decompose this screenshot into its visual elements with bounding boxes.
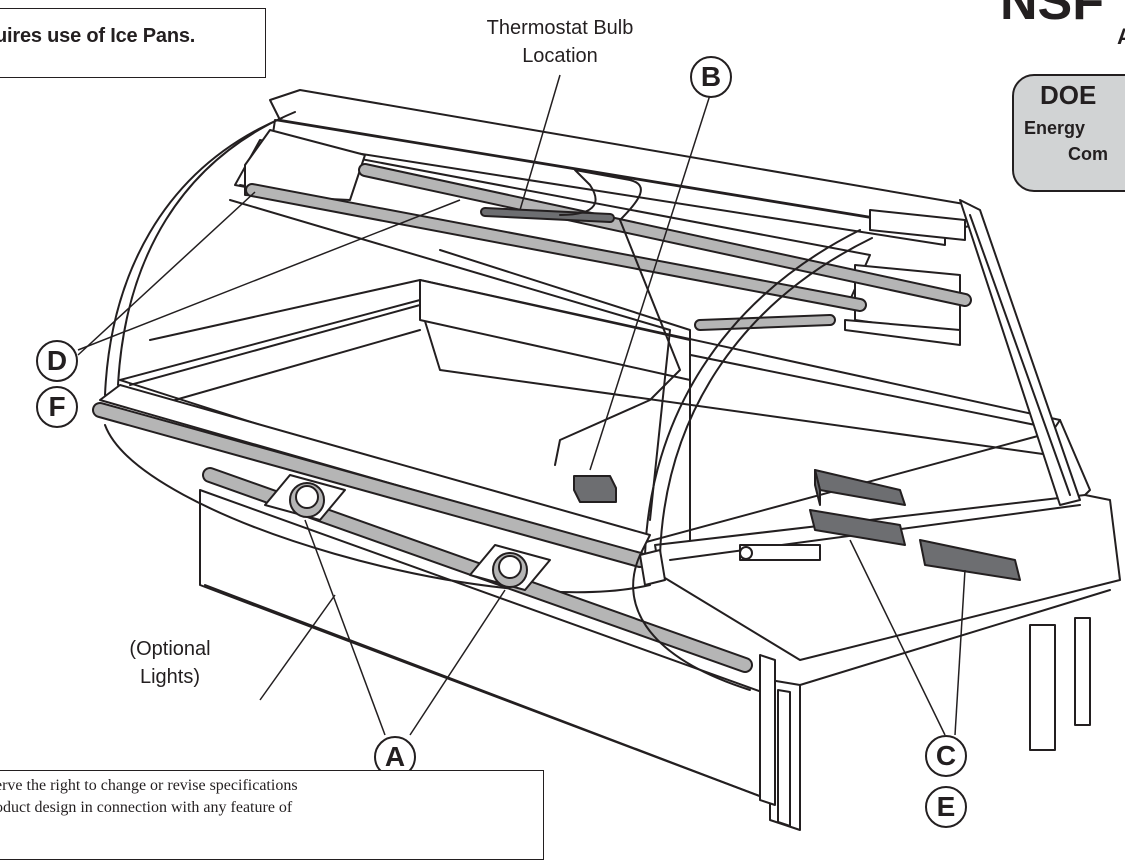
front-glass <box>104 111 873 556</box>
leader-lines <box>77 74 966 736</box>
callout-b: B <box>690 56 732 98</box>
doe-badge-line2: Com <box>1068 144 1108 164</box>
optional-lights-label: (Optional Lights) <box>85 635 255 691</box>
front-fans <box>264 474 551 591</box>
optional-lights-label-line2: Lights) <box>139 666 201 688</box>
callout-c-letter: C <box>935 740 957 771</box>
base-cabinet <box>199 489 1111 831</box>
doe-badge: DOE Energy Com <box>1012 74 1125 192</box>
callout-a-letter: A <box>384 741 406 772</box>
callout-e: E <box>925 786 967 828</box>
doe-badge-line1: Energy <box>1024 118 1086 138</box>
callout-f: F <box>36 386 78 428</box>
callout-d: D <box>36 340 78 382</box>
sensor-block <box>573 475 617 503</box>
ice-pan-note-box: uires use of Ice Pans. <box>0 8 266 78</box>
thermostat-label-line1: Thermostat Bulb <box>486 17 634 39</box>
disclaimer-box: erve the right to change or revise speci… <box>0 770 544 860</box>
callout-d-letter: D <box>46 345 68 376</box>
corner-small-text: A <box>1117 24 1125 49</box>
doe-badge-title: DOE <box>1040 80 1097 110</box>
callout-f-letter: F <box>48 391 66 422</box>
corner-large-text: NSF <box>1000 0 1104 31</box>
disclaimer-line1: erve the right to change or revise speci… <box>0 777 298 794</box>
callout-b-letter: B <box>700 61 722 92</box>
optional-lights-label-line1: (Optional <box>129 638 211 660</box>
callout-c: C <box>925 735 967 777</box>
thermostat-label-line2: Location <box>522 45 598 67</box>
callout-e-letter: E <box>936 791 956 822</box>
disclaimer-line2: oduct design in connection with any feat… <box>0 799 293 816</box>
thermostat-bulb <box>480 169 681 466</box>
thermostat-label: Thermostat Bulb Location <box>455 14 665 70</box>
ice-pan-blocks <box>809 469 1021 581</box>
rear-glass <box>229 199 691 541</box>
ice-pan-note-text: uires use of Ice Pans. <box>0 25 196 47</box>
